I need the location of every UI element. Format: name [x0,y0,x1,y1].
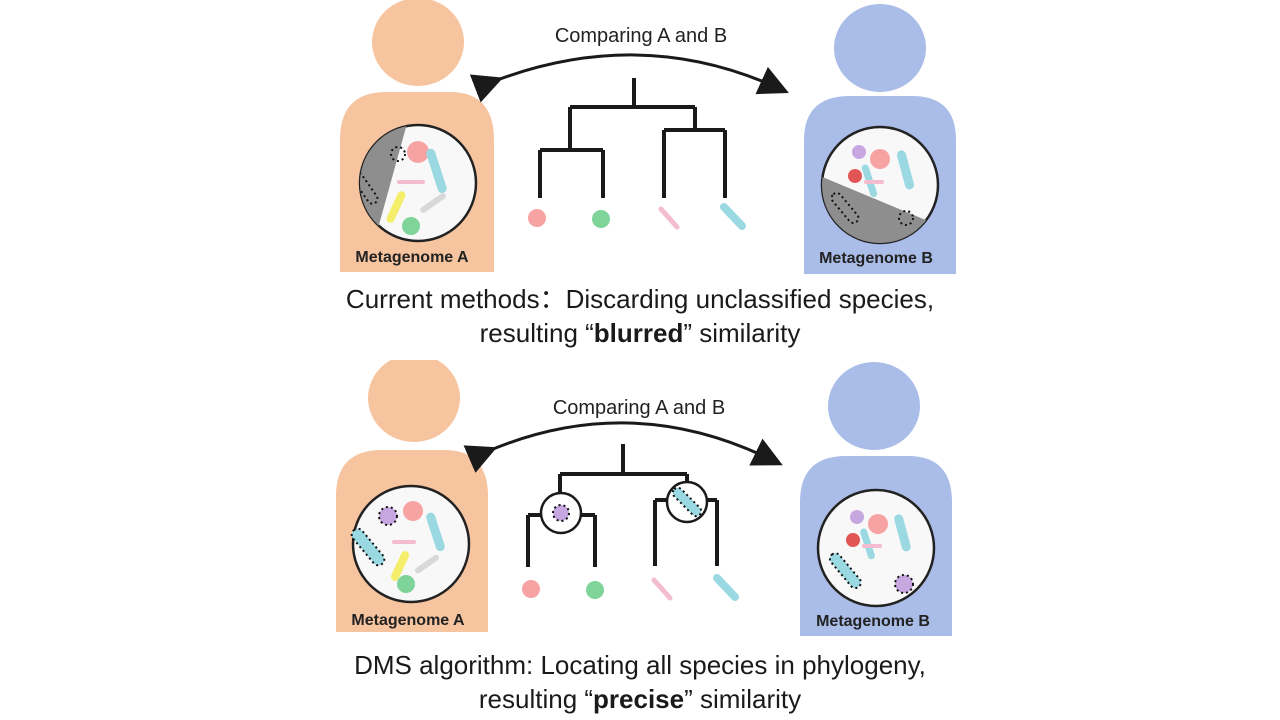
dashed-cyan-rod [828,552,862,590]
top-diagram: Metagenome A Metagenome B Comparing A an… [340,0,956,274]
species-pink-bar [392,540,416,544]
species-green-dot [397,575,415,593]
leaf-green-dot [586,581,604,599]
bottom-caption: DMS algorithm: Locating all species in p… [0,648,1280,716]
species-red-dot [846,533,860,547]
species-green-dot [402,217,420,235]
species-pink-bar [397,180,425,184]
bottom-panel: Metagenome A Metagenome B Comparing A an… [0,360,1280,720]
species-cyan-rod [426,512,445,552]
species-cyan-rod [894,514,911,552]
caption-emphasis: blurred [593,318,684,348]
species-cyan-rod [426,148,447,193]
caption-text: ” similarity [684,684,802,714]
comparing-arrow [469,53,789,103]
species-cyan-rod [896,150,914,190]
species-yellow-rod [386,191,406,223]
leaf-cyan-rod [713,574,739,601]
phylogenetic-tree [538,78,727,198]
top-caption-line1: Current methods：Discarding unclassified … [345,284,935,314]
person-b-figure: Metagenome B [804,4,956,274]
species-yellow-rod [390,551,410,581]
top-caption-line2: resulting “blurred” similarity [0,316,1280,350]
species-grey-rod [414,554,440,574]
dashed-purple-species [378,506,398,526]
placed-cyan-rod [671,486,703,518]
bottom-caption-line2: resulting “precise” similarity [0,682,1280,716]
person-b-head [834,4,926,92]
unclassified-grey-area [822,176,938,243]
person-a-figure: Metagenome A [340,0,494,272]
dashed-purple-species [894,574,914,594]
dashed-species [390,146,406,162]
comparing-label: Comparing A and B [553,397,725,419]
species-grey-rod [420,193,446,213]
leaf-pink-dot [528,209,546,227]
leaf-cyan-rod [720,203,746,230]
bottom-caption-line1: DMS algorithm: Locating all species in p… [354,650,926,680]
species-pink-dot [870,149,890,169]
person-a-figure: Metagenome A [336,360,488,632]
species-red-dot [848,169,862,183]
caption-text: resulting “ [478,684,594,714]
dashed-cyan-rod [350,527,386,567]
person-a-head [368,360,460,442]
species-purple-dot [850,510,864,524]
species-purple-dot [852,145,866,159]
top-caption: Current methods：Discarding unclassified … [0,282,1280,350]
metagenome-b-label: Metagenome B [819,250,933,267]
bottom-diagram: Metagenome A Metagenome B Comparing A an… [336,360,952,636]
comparing-arrow [463,421,783,473]
dashed-rod-species [360,171,379,205]
species-pink-bar [864,180,884,184]
top-panel: Metagenome A Metagenome B Comparing A an… [0,0,1280,350]
species-cyan-rod [860,528,875,560]
species-red-dot [407,141,429,163]
caption-text: ” similarity [683,318,801,348]
metagenome-b-label: Metagenome B [816,613,930,630]
person-b-figure: Metagenome B [800,362,952,636]
species-red-dot [403,501,423,521]
metagenome-a-label: Metagenome A [351,612,465,629]
metagenome-a-label: Metagenome A [355,249,469,266]
caption-emphasis: precise [593,684,685,714]
leaf-pink-dot [522,580,540,598]
person-a-head [372,0,464,86]
caption-text: resulting “ [479,318,594,348]
comparing-label: Comparing A and B [555,25,727,47]
person-b-head [828,362,920,450]
species-pink-bar [862,544,882,548]
leaf-green-dot [592,210,610,228]
species-pink-dot [868,514,888,534]
dashed-rod-species [830,192,860,224]
placed-purple-species [552,504,570,522]
dashed-species [898,210,914,226]
leaf-pink-rod [658,206,680,230]
leaf-pink-rod [651,577,673,601]
